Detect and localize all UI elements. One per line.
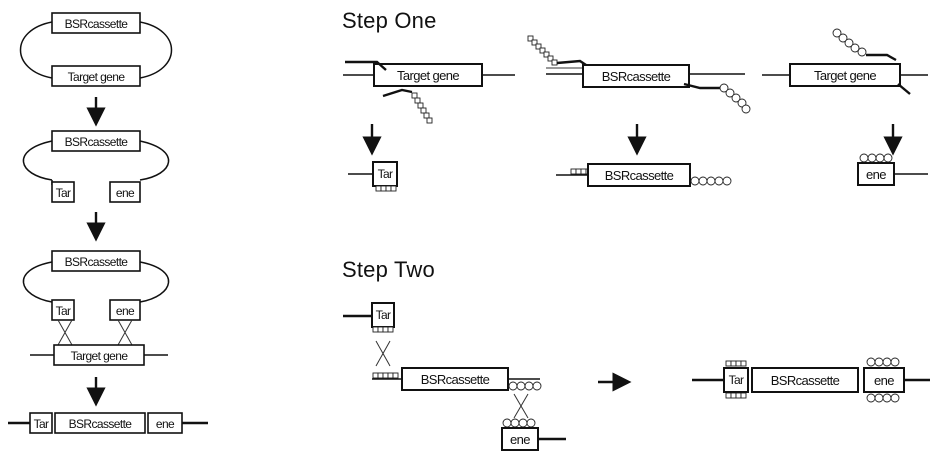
bsr-cassette-box bbox=[51, 250, 141, 272]
ene-fragment-label: ene bbox=[510, 432, 530, 447]
plasmid-arc-left-2 bbox=[22, 140, 53, 181]
bsr-cassette-box bbox=[587, 163, 691, 187]
bsr-cassette-box bbox=[751, 367, 859, 393]
left-column: BSRcassette Target gene BSRcassette Tar … bbox=[8, 12, 208, 434]
ene-fragment-box bbox=[109, 181, 141, 203]
tag-circles bbox=[859, 153, 893, 163]
bsr-cassette-box bbox=[54, 412, 146, 434]
primer-tag-circles bbox=[719, 83, 751, 114]
ene-fragment-box bbox=[109, 299, 141, 321]
tag-circles bbox=[690, 176, 732, 186]
forward-primer bbox=[345, 60, 387, 71]
tag-squares bbox=[725, 360, 747, 399]
tar-product-label: Tar bbox=[378, 167, 393, 181]
ene-fragment-label: ene bbox=[116, 186, 135, 200]
target-gene-box bbox=[51, 65, 141, 87]
target-gene-box bbox=[373, 63, 483, 87]
ene-fragment-label: ene bbox=[156, 417, 175, 431]
fusion-product: Tar BSRcassette ene bbox=[692, 357, 930, 403]
step-one-ene-pcr: Target gene ene bbox=[762, 28, 928, 186]
bsr-cassette-label: BSRcassette bbox=[602, 69, 671, 84]
target-gene-box bbox=[789, 63, 901, 87]
tar-fragment-box bbox=[51, 181, 75, 203]
ene-fragment-label: ene bbox=[874, 373, 894, 388]
plasmid-arc-right-2 bbox=[139, 140, 170, 181]
bsr-cassette-box bbox=[51, 130, 141, 152]
reverse-primer bbox=[683, 82, 724, 90]
target-gene-label: Target gene bbox=[814, 68, 876, 83]
tar-fragment-label: Tar bbox=[34, 417, 49, 431]
tag-squares bbox=[372, 372, 399, 379]
tar-fragment-box bbox=[29, 412, 53, 434]
bsr-cassette-label: BSRcassette bbox=[65, 17, 129, 31]
reverse-primer bbox=[897, 83, 911, 95]
tar-fragment-box bbox=[723, 367, 749, 393]
step-one-bsr-pcr: BSRcassette BSRcassette bbox=[527, 35, 751, 187]
plasmid-arc-left-3 bbox=[22, 261, 53, 303]
plasmid-arc-right-3 bbox=[139, 261, 170, 303]
plasmid-panel-1: BSRcassette Target gene bbox=[19, 12, 173, 87]
tar-fragment-label: Tar bbox=[56, 304, 71, 318]
bsr-cassette-box bbox=[51, 12, 141, 34]
bsr-cassette-label: BSRcassette bbox=[69, 417, 133, 431]
tar-fragment-label: Tar bbox=[56, 186, 71, 200]
bsr-cassette-label: BSRcassette bbox=[421, 372, 490, 387]
tar-fragment-label: Tar bbox=[729, 373, 744, 387]
step-two-title: Step Two bbox=[342, 257, 435, 282]
step-two-fusion-pcr: Tar BSRcassette bbox=[343, 302, 930, 451]
tar-fragment-box bbox=[51, 299, 75, 321]
target-gene-label: Target gene bbox=[71, 349, 129, 363]
reverse-primer bbox=[382, 88, 413, 98]
step-one-tar-pcr: Target gene Tar bbox=[343, 60, 515, 192]
bsr-cassette-label: BSRcassette bbox=[65, 255, 129, 269]
disrupted-gene-result: Tar BSRcassette ene bbox=[8, 412, 208, 434]
primer-tag-squares bbox=[527, 35, 558, 66]
tag-circles bbox=[866, 357, 900, 403]
target-gene-label: Target gene bbox=[68, 70, 126, 84]
plasmid-arc-left-1 bbox=[19, 21, 53, 79]
ene-product-label: ene bbox=[866, 167, 886, 182]
forward-primer bbox=[556, 59, 587, 66]
tag-squares bbox=[375, 185, 397, 192]
plasmid-panel-2: BSRcassette Tar ene bbox=[22, 130, 170, 203]
bsr-cassette-box bbox=[582, 64, 690, 88]
tag-circles bbox=[502, 418, 536, 428]
bsr-cassette-label: BSRcassette bbox=[65, 135, 129, 149]
bsr-cassette-label: BSRcassette bbox=[605, 168, 674, 183]
ene-fragment-label: ene bbox=[116, 304, 135, 318]
plasmid-panel-3: BSRcassette Tar ene Target gene bbox=[22, 250, 170, 366]
step-one-title: Step One bbox=[342, 8, 437, 33]
tar-fragment-label: Tar bbox=[376, 308, 391, 322]
tag-circles bbox=[508, 381, 542, 391]
plasmid-arc-right-1 bbox=[139, 21, 173, 79]
target-gene-box bbox=[53, 344, 145, 366]
target-gene-label: Target gene bbox=[397, 68, 459, 83]
tag-squares bbox=[372, 326, 394, 333]
primer-tag-circles bbox=[832, 28, 867, 57]
forward-primer bbox=[866, 53, 897, 62]
ene-fragment-box bbox=[147, 412, 183, 434]
primer-tag-squares bbox=[411, 92, 433, 124]
bsr-cassette-label: BSRcassette bbox=[771, 373, 840, 388]
